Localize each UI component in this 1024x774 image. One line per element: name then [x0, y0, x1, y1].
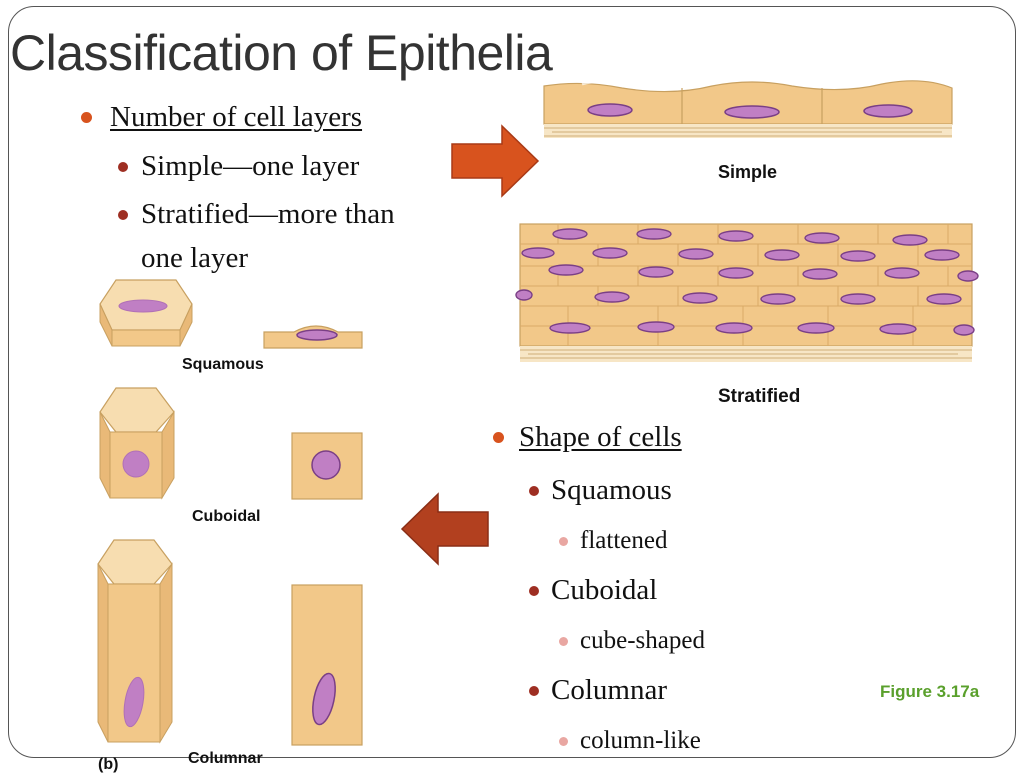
figure-label: Figure 3.17a: [880, 682, 980, 701]
columnar-cell-side-diagram: [291, 584, 363, 746]
bullet-dot: [81, 112, 92, 123]
bullet-dot: [493, 432, 504, 443]
label-panel-b: (b): [98, 756, 119, 773]
bullet-dot: [559, 537, 568, 546]
label-simple: Simple: [718, 162, 778, 182]
bullet-dot: [529, 686, 539, 696]
arrow-right-icon: [451, 124, 540, 198]
layers-item-simple: Simple—one layer: [141, 150, 360, 182]
cuboidal-cell-3d-diagram: [99, 387, 175, 500]
shape-desc-columnar: column-like: [580, 727, 701, 754]
simple-epithelium-diagram: [543, 79, 953, 138]
label-columnar: Columnar: [188, 750, 263, 767]
squamous-cell-3d-diagram: [99, 279, 193, 347]
layers-item-stratified-cont: one layer: [141, 242, 249, 274]
shape-desc-squamous: flattened: [580, 527, 668, 554]
stratified-epithelium-diagram: [515, 223, 979, 362]
bullet-dot: [529, 486, 539, 496]
shape-heading: Shape of cells: [519, 421, 682, 453]
bullet-dot: [118, 162, 128, 172]
squamous-cell-side-diagram: [263, 325, 363, 349]
layers-item-stratified: Stratified—more than: [141, 198, 395, 230]
shape-item-cuboidal: Cuboidal: [551, 574, 658, 606]
bullet-dot: [559, 637, 568, 646]
bullet-dot: [118, 210, 128, 220]
label-squamous: Squamous: [182, 356, 264, 373]
bullet-dot: [529, 586, 539, 596]
label-stratified: Stratified: [718, 386, 801, 407]
bullet-dot: [559, 737, 568, 746]
layers-heading: Number of cell layers: [110, 101, 363, 133]
cuboidal-cell-side-diagram: [291, 432, 363, 500]
shape-item-squamous: Squamous: [551, 474, 672, 506]
shape-desc-cuboidal: cube-shaped: [580, 627, 705, 654]
shape-item-columnar: Columnar: [551, 674, 667, 706]
columnar-cell-3d-diagram: [97, 539, 173, 744]
slide-title: Classification of Epithelia: [10, 25, 553, 81]
label-cuboidal: Cuboidal: [192, 508, 261, 525]
slide-frame: [8, 6, 1016, 758]
arrow-left-icon: [400, 492, 489, 566]
